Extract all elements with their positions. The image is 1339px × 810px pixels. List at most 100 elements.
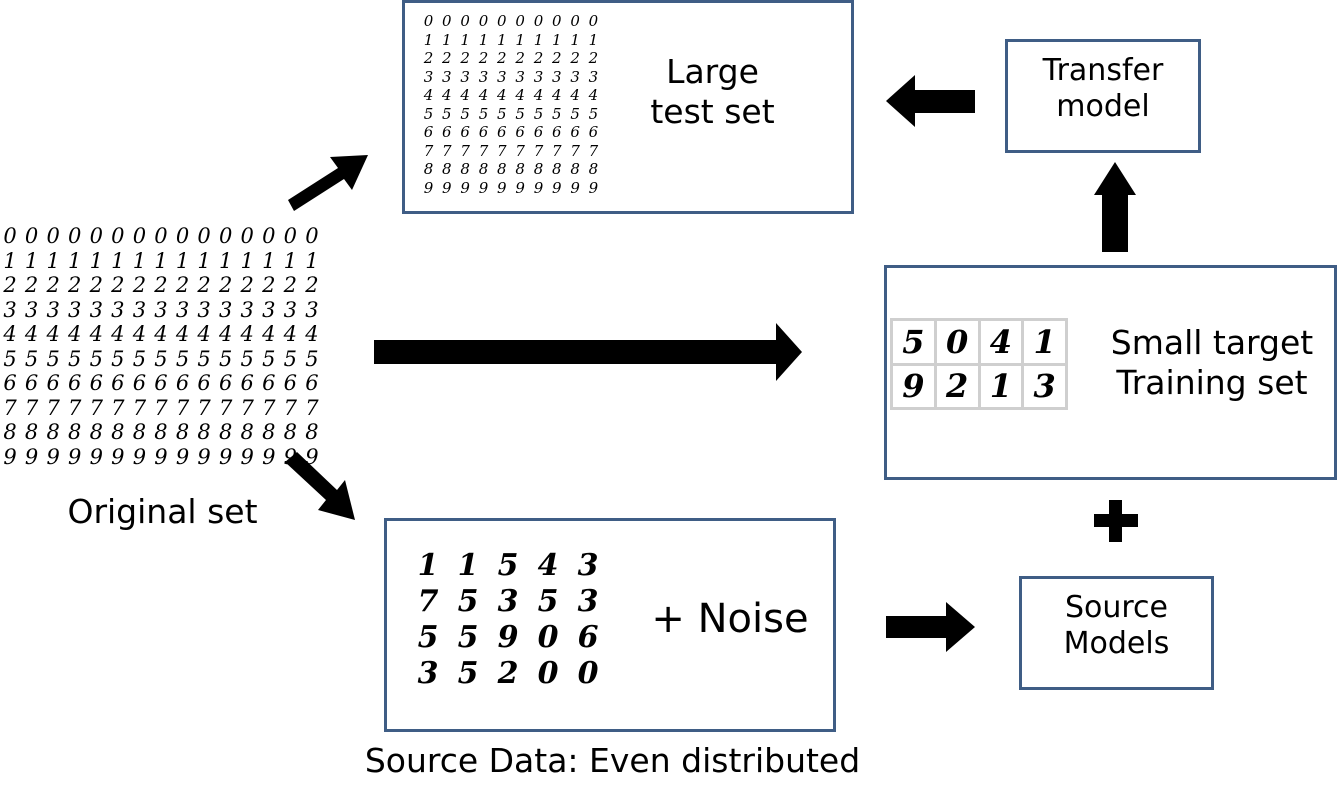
source-digit: 3 bbox=[577, 584, 599, 619]
source-digit: 3 bbox=[417, 656, 439, 691]
original-digit: 3 bbox=[111, 297, 125, 322]
original-digit: 4 bbox=[154, 322, 168, 346]
source-digit: 6 bbox=[577, 620, 599, 655]
original-digit: 7 bbox=[262, 395, 276, 420]
test-digit: 2 bbox=[552, 49, 562, 67]
original-digit: 6 bbox=[218, 371, 233, 395]
test-digit: 7 bbox=[515, 141, 525, 160]
original-digit: 8 bbox=[3, 420, 17, 444]
target-digit: 1 bbox=[1024, 321, 1065, 363]
test-digit: 6 bbox=[460, 123, 470, 141]
original-digit: 3 bbox=[24, 297, 39, 322]
original-digit: 7 bbox=[197, 395, 211, 420]
test-digit: 3 bbox=[533, 67, 544, 86]
original-digit: 5 bbox=[154, 346, 168, 371]
original-digit: 7 bbox=[89, 395, 103, 420]
original-digit: 8 bbox=[154, 420, 168, 444]
source-digit: 3 bbox=[497, 584, 519, 619]
target-digit: 1 bbox=[980, 365, 1022, 407]
original-digit: 8 bbox=[132, 420, 147, 444]
original-digit: 7 bbox=[3, 395, 17, 420]
original-digit: 9 bbox=[154, 444, 168, 469]
original-digit: 6 bbox=[68, 371, 82, 395]
original-digit: 5 bbox=[3, 346, 17, 371]
test-digit: 1 bbox=[478, 30, 489, 49]
original-digit: 8 bbox=[283, 420, 297, 444]
original-digit: 4 bbox=[24, 322, 39, 346]
test-digit: 3 bbox=[552, 67, 562, 86]
test-digit: 5 bbox=[515, 104, 525, 123]
arrow-to-test-set-from-transfer bbox=[886, 75, 975, 127]
test-digit: 0 bbox=[588, 12, 599, 30]
original-digit: 4 bbox=[175, 322, 190, 346]
small-target-label: Small target Training set bbox=[1092, 323, 1332, 402]
transfer-model-line-2: model bbox=[1056, 89, 1150, 124]
original-digit: 2 bbox=[218, 273, 233, 297]
original-digit: 6 bbox=[132, 371, 147, 395]
original-digit: 1 bbox=[305, 248, 319, 273]
original-digit: 8 bbox=[218, 420, 233, 444]
test-digit: 3 bbox=[460, 67, 470, 86]
original-digit: 9 bbox=[89, 444, 103, 469]
original-digit: 4 bbox=[132, 322, 147, 346]
plus-sign bbox=[1094, 500, 1138, 542]
test-digit: 6 bbox=[552, 123, 562, 141]
original-digit: 3 bbox=[240, 297, 254, 322]
test-digit: 1 bbox=[552, 30, 562, 49]
original-set-label: Original set bbox=[67, 492, 258, 531]
source-digit: 1 bbox=[417, 548, 439, 583]
original-digit: 2 bbox=[154, 273, 168, 297]
original-digit: 4 bbox=[218, 322, 233, 346]
arrow-to-source-models bbox=[886, 602, 975, 652]
original-digit: 9 bbox=[3, 444, 17, 469]
original-digit: 7 bbox=[46, 395, 60, 420]
target-digit: 3 bbox=[1024, 365, 1065, 407]
original-digit: 3 bbox=[154, 297, 168, 322]
source-models-line-1: Source bbox=[1064, 590, 1169, 625]
original-digit: 1 bbox=[68, 248, 82, 273]
original-digit: 7 bbox=[305, 395, 319, 420]
original-digit: 6 bbox=[283, 371, 297, 395]
original-digit: 9 bbox=[283, 444, 297, 469]
test-digit: 3 bbox=[515, 67, 525, 86]
original-digit: 4 bbox=[197, 322, 211, 346]
test-digit: 4 bbox=[460, 86, 470, 104]
original-digit: 6 bbox=[3, 371, 17, 395]
original-digit: 9 bbox=[46, 444, 60, 469]
original-digit: 7 bbox=[154, 395, 168, 420]
test-digit: 8 bbox=[442, 160, 452, 178]
arrow-to-source-data bbox=[285, 452, 355, 520]
test-digit: 3 bbox=[497, 67, 507, 86]
original-digit: 9 bbox=[197, 444, 211, 469]
test-digit: 3 bbox=[588, 67, 599, 86]
original-digit: 0 bbox=[175, 224, 190, 248]
arrow-to-test-set bbox=[288, 155, 368, 211]
test-digit: 0 bbox=[515, 12, 525, 30]
test-digit: 9 bbox=[515, 178, 525, 197]
test-digit: 7 bbox=[497, 141, 507, 160]
test-digit: 0 bbox=[552, 12, 562, 30]
test-digit: 2 bbox=[533, 49, 544, 67]
large-test-set-label: Large test set bbox=[610, 52, 815, 131]
original-digit: 1 bbox=[175, 248, 190, 273]
test-digit: 5 bbox=[570, 104, 580, 123]
source-data-caption: Source Data: Even distributed bbox=[364, 741, 861, 780]
original-digit: 0 bbox=[262, 224, 276, 248]
test-digit: 9 bbox=[478, 178, 489, 197]
original-digit: 2 bbox=[89, 273, 103, 297]
original-digit: 7 bbox=[132, 395, 147, 420]
test-digit: 6 bbox=[515, 123, 525, 141]
test-digit: 8 bbox=[588, 160, 599, 178]
original-digit: 4 bbox=[262, 322, 276, 346]
original-digit: 7 bbox=[283, 395, 297, 420]
original-digit: 3 bbox=[262, 297, 276, 322]
test-digit: 1 bbox=[533, 30, 544, 49]
